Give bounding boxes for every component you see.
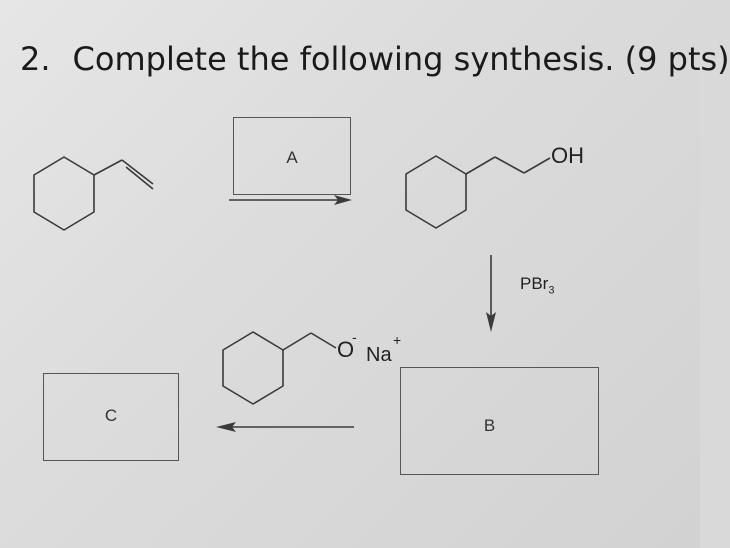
vinylcyclohexane-structure <box>33 156 154 231</box>
reaction-arrow-c <box>216 422 354 432</box>
box-b-label: B <box>483 416 496 435</box>
answer-box-c[interactable]: C <box>43 373 179 461</box>
reaction-arrow-a <box>229 195 352 205</box>
answer-box-b[interactable]: B <box>400 367 599 475</box>
hydroxyl-label: OH <box>551 143 584 168</box>
box-c-label: C <box>104 406 118 425</box>
pbr3-subscript: 3 <box>548 284 555 297</box>
question-number: 2. <box>20 40 51 78</box>
alkoxide-charge-minus: - <box>352 329 357 345</box>
question-heading: 2. Complete the following synthesis. (9 p… <box>20 40 730 78</box>
pbr3-text: PBr <box>520 274 549 293</box>
question-text: Complete the following synthesis. (9 pts… <box>72 40 730 78</box>
sodium-label: Na <box>366 344 392 366</box>
box-a-label: A <box>286 148 298 167</box>
synthesis-scheme <box>33 155 551 432</box>
sodium-cyclohexylethoxide-structure <box>222 331 337 405</box>
cyclohexylethanol-structure <box>405 155 551 229</box>
answer-box-a[interactable]: A <box>233 117 351 195</box>
alkoxide-oxygen-label: O <box>337 337 355 362</box>
reaction-arrow-down <box>486 255 496 332</box>
pbr3-reagent-label: PBr3 <box>520 274 554 296</box>
sodium-charge-plus: + <box>393 332 402 348</box>
